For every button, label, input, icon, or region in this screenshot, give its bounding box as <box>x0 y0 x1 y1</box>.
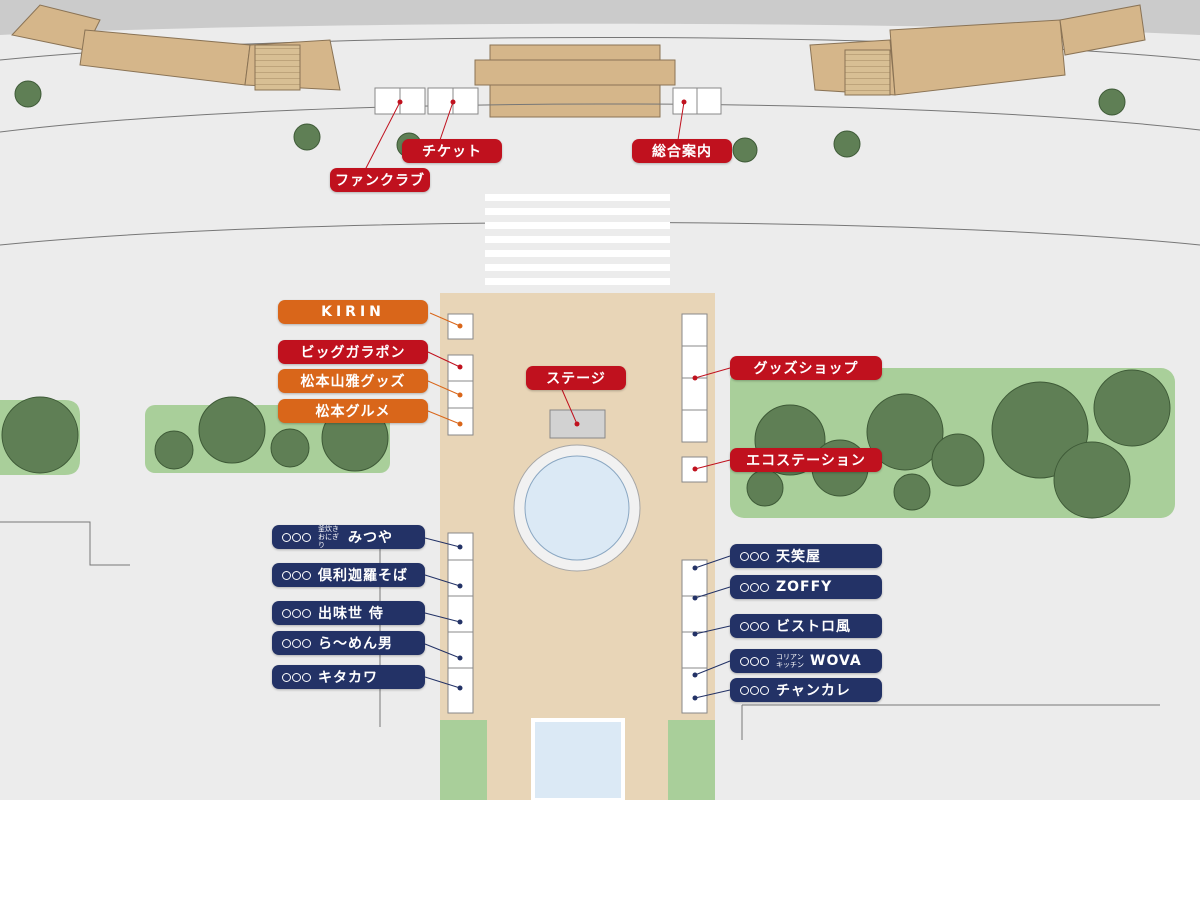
food-name: みつや <box>348 530 393 546</box>
label-biggara[interactable]: ビッグガラポン <box>278 340 428 364</box>
food-name: 倶利迦羅そば <box>318 568 408 584</box>
food-label-right[interactable]: ビストロ風 <box>730 614 882 638</box>
label-gourmet[interactable]: 松本グルメ <box>278 399 428 423</box>
food-label-right[interactable]: チャンカレ <box>730 678 882 702</box>
food-logo-icon <box>282 672 311 682</box>
food-name: キタカワ <box>318 670 378 686</box>
food-logo-icon <box>740 582 769 592</box>
food-name: チャンカレ <box>776 683 851 699</box>
crosswalk <box>485 194 670 285</box>
food-logo-icon <box>282 532 311 542</box>
food-label-right[interactable]: 天笑屋 <box>730 544 882 568</box>
food-name: ZOFFY <box>776 579 833 595</box>
food-logo-icon <box>740 656 769 666</box>
label-stage[interactable]: ステージ <box>526 366 626 390</box>
food-name: WOVA <box>810 653 862 669</box>
label-fanclub[interactable]: ファンクラブ <box>330 168 430 192</box>
label-goods-shop[interactable]: グッズショップ <box>730 356 882 380</box>
food-label-right[interactable]: コリアン キッチン WOVA <box>730 649 882 673</box>
food-label-left[interactable]: キタカワ <box>272 665 425 689</box>
food-logo-icon <box>282 608 311 618</box>
food-name: 出味世 侍 <box>318 606 384 622</box>
map-drawing <box>0 0 1200 800</box>
food-label-right[interactable]: ZOFFY <box>730 575 882 599</box>
label-kirin[interactable]: KIRIN <box>278 300 428 324</box>
food-logo-icon <box>740 685 769 695</box>
food-logo-icon <box>282 638 311 648</box>
food-name: ら〜めん男 <box>318 636 393 652</box>
label-info[interactable]: 総合案内 <box>632 139 732 163</box>
building-right <box>809 4 1146 96</box>
stadium-stand <box>0 0 1200 35</box>
food-logo-icon <box>740 621 769 631</box>
food-logo-icon <box>282 570 311 580</box>
food-label-left[interactable]: ら〜めん男 <box>272 631 425 655</box>
building-left <box>11 4 341 91</box>
food-sub-label: 釜炊き おにぎり <box>318 525 339 549</box>
booths <box>374 87 722 714</box>
food-sub-label: コリアン キッチン <box>776 653 804 669</box>
trees <box>1 80 1171 519</box>
food-logo-icon <box>740 551 769 561</box>
food-label-left[interactable]: 倶利迦羅そば <box>272 563 425 587</box>
label-eco-station[interactable]: エコステーション <box>730 448 882 472</box>
label-ticket[interactable]: チケット <box>402 139 502 163</box>
label-yamaga[interactable]: 松本山雅グッズ <box>278 369 428 393</box>
food-label-left[interactable]: 釜炊き おにぎり みつや <box>272 525 425 549</box>
food-label-left[interactable]: 出味世 侍 <box>272 601 425 625</box>
building-center <box>474 44 676 118</box>
food-name: 天笑屋 <box>776 549 821 565</box>
food-name: ビストロ風 <box>776 619 851 635</box>
venue-map: ファンクラブ チケット 総合案内 KIRIN ビッグガラポン 松本山雅グッズ 松… <box>0 0 1200 800</box>
